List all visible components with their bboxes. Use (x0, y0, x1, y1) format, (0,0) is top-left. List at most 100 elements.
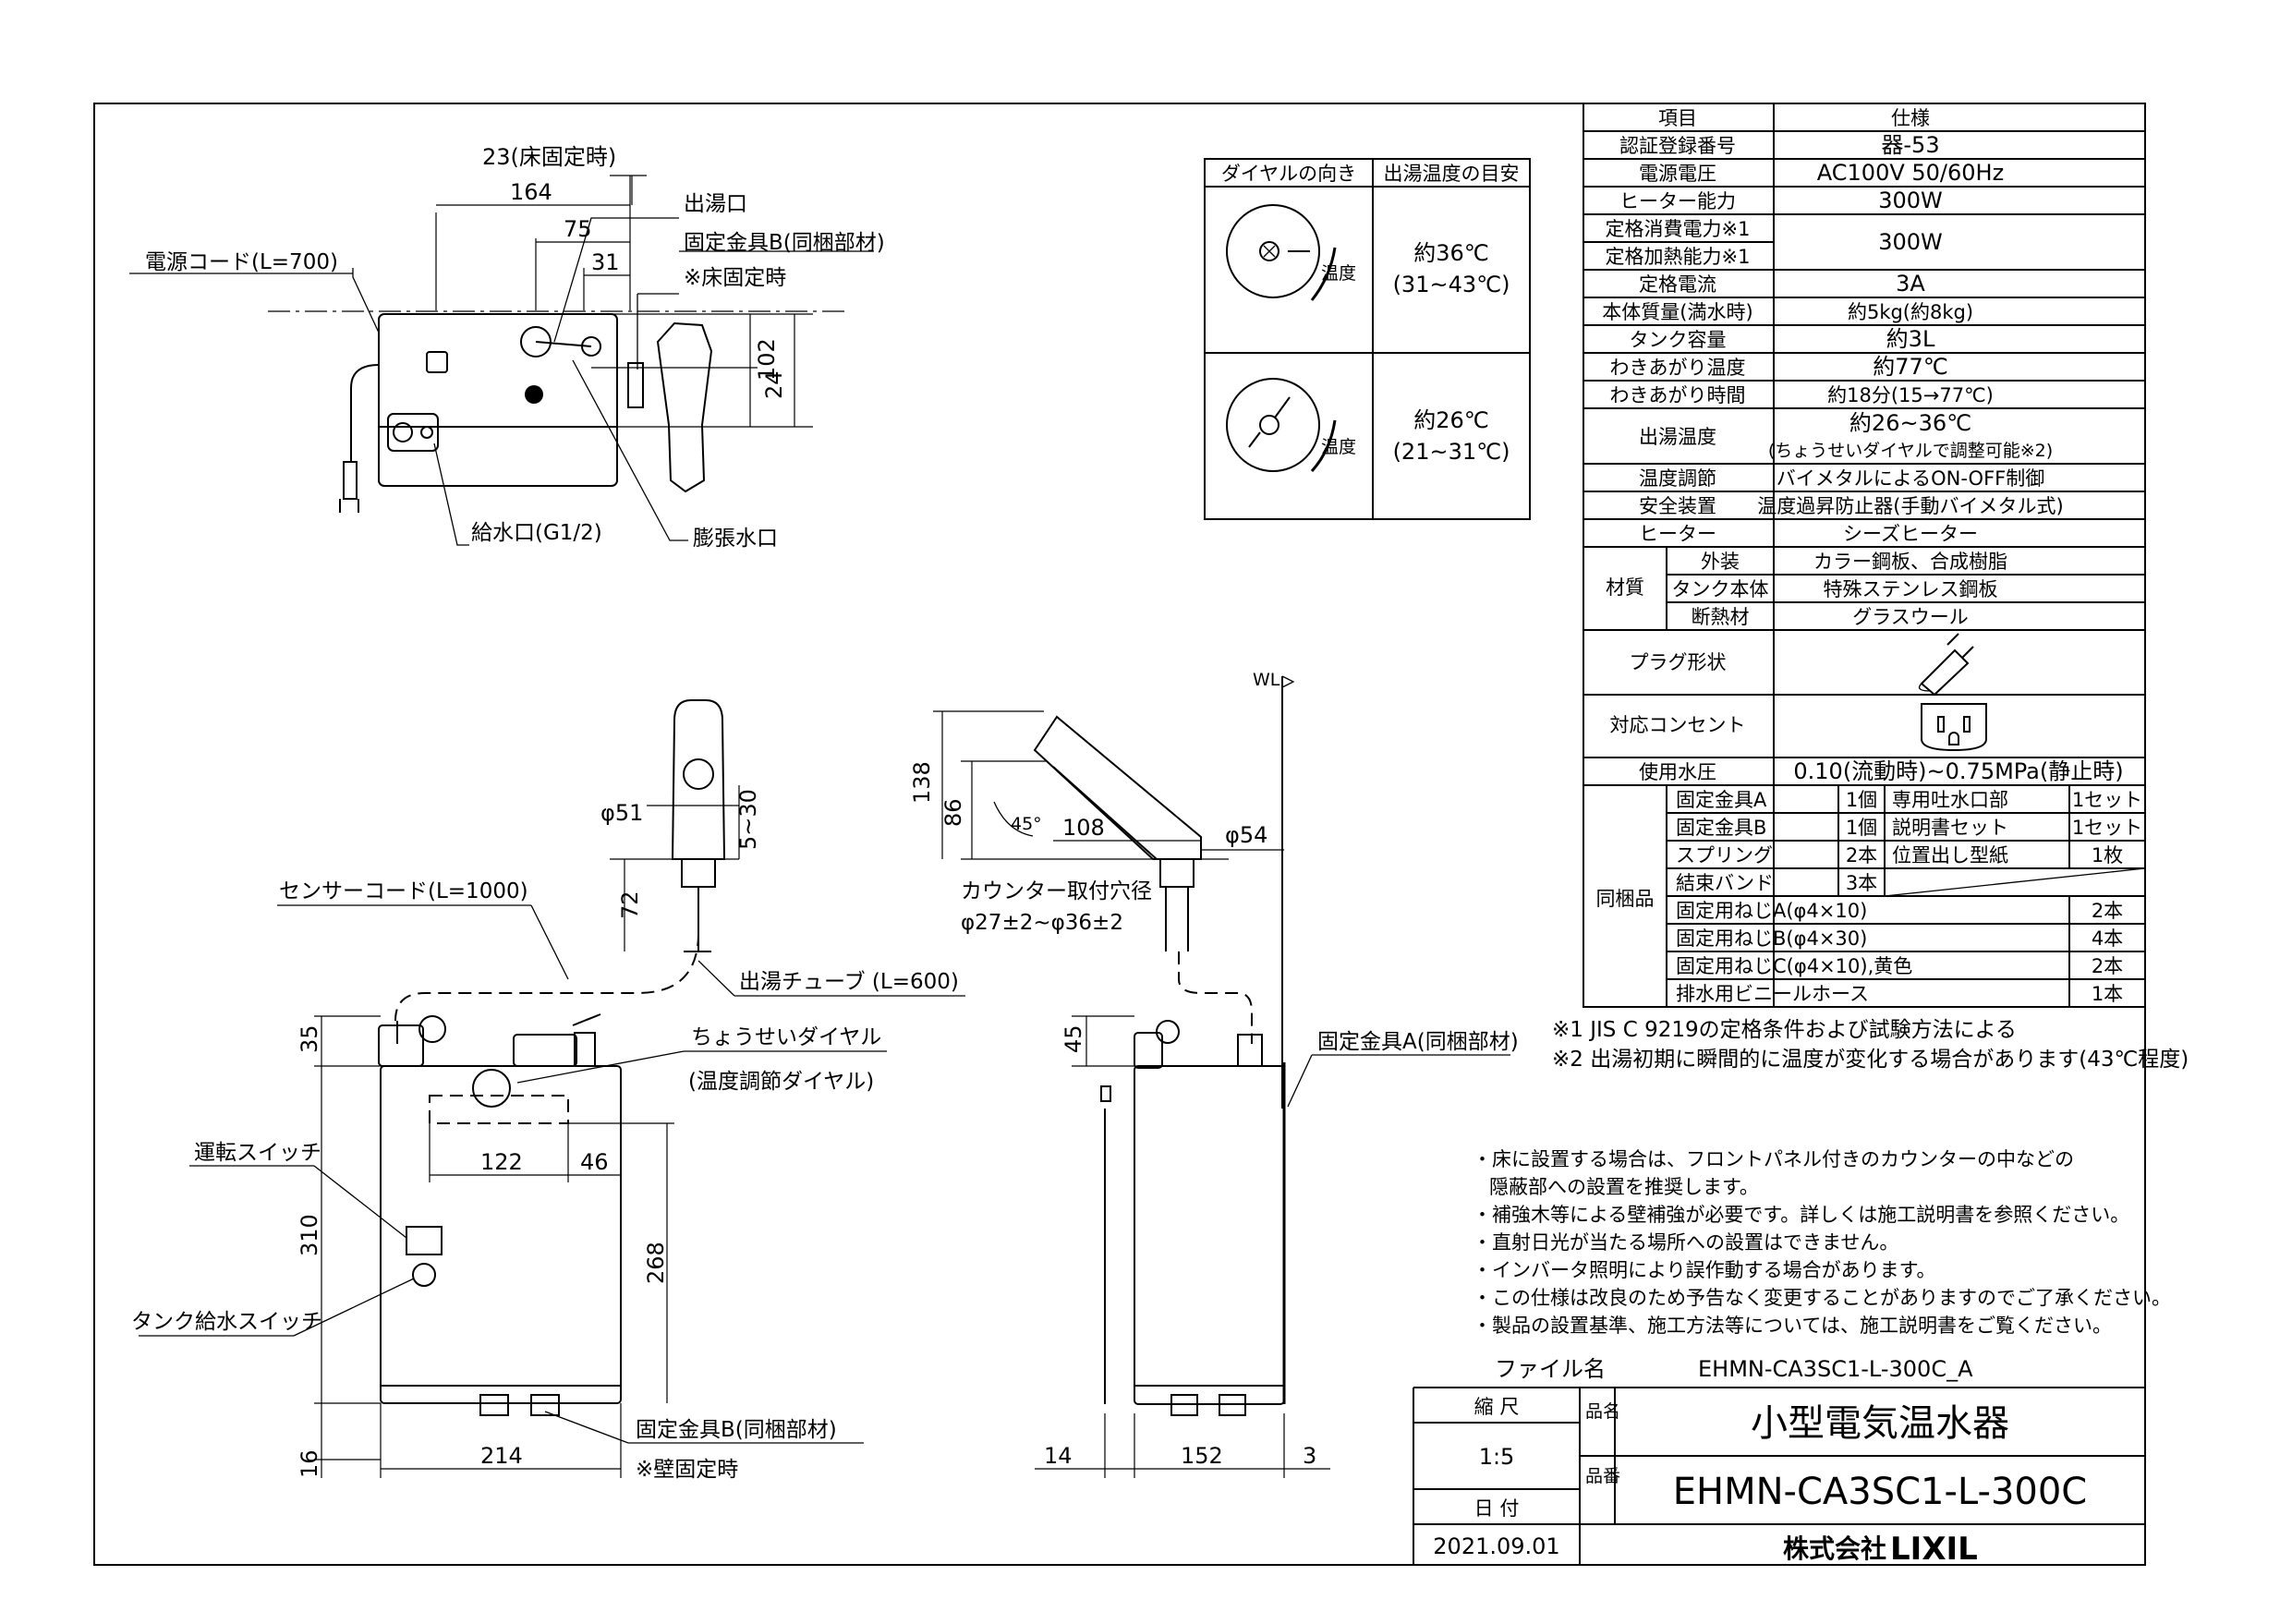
label-counter-hole-dim: φ27±2~φ36±2 (961, 911, 1123, 935)
dim-16: 16 (297, 1449, 322, 1478)
label-tank-switch: タンク給水スイッチ (131, 1310, 322, 1334)
inc2-r2-a: 固定用ねじC(φ4×10),黄色 (1676, 955, 1912, 977)
product-number: EHMN-CA3SC1-L-300C (1673, 1471, 2087, 1513)
label-floor-note: ※床固定時 (684, 266, 786, 290)
label-dial-sub: (温度調節ダイヤル) (688, 1070, 874, 1094)
note-3: ・直射日光が当たる場所への設置はできません。 (1473, 1231, 1898, 1254)
note-2: ・補強木等による壁補強が必要です。詳しくは施工説明書を参照ください。 (1473, 1204, 2129, 1226)
inc2-r3-b: 1本 (2092, 983, 2123, 1005)
dim-35: 35 (297, 1024, 322, 1053)
mat-val-0: カラー鋼板、合成樹脂 (1813, 551, 2007, 573)
label-expansion: 膨張水口 (693, 527, 778, 551)
spec-pressure-item: 使用水圧 (1639, 761, 1716, 783)
dial-temp-1: 約36℃ (1413, 240, 1489, 266)
top-body (378, 313, 618, 487)
spec3-item-1: 安全装置 (1639, 495, 1716, 517)
front-view: φ51 5~30 72 3 (131, 699, 965, 1482)
dim-phi51: φ51 (600, 800, 643, 826)
spec-outlet-item: 出湯温度 (1639, 426, 1716, 448)
dim-75: 75 (564, 216, 592, 242)
dial-range-1: (31~43℃) (1393, 272, 1510, 297)
inc-r0-a: 固定金具A (1676, 789, 1767, 811)
inc-r2-c: 位置出し型紙 (1892, 844, 2008, 867)
label-tube: 出湯チューブ (L=600) (739, 970, 959, 994)
dim-phi54: φ54 (1225, 822, 1267, 848)
inc2-r2-b: 2本 (2092, 955, 2123, 977)
plug-icon (1918, 633, 1974, 697)
dim-5-30: 5~30 (735, 789, 761, 850)
label-dial: ちょうせいダイヤル (691, 1025, 881, 1049)
spec2-item-0: 定格電流 (1639, 273, 1716, 296)
dim-164: 164 (510, 179, 552, 205)
scale-label: 縮 尺 (1474, 1396, 1520, 1418)
inc2-r1-a: 固定用ねじB(φ4×30) (1676, 927, 1867, 950)
inc-r1-c: 説明書セット (1892, 817, 2008, 839)
inc-r2-a: スプリング (1676, 844, 1773, 867)
inc2-r0-b: 2本 (2092, 900, 2123, 922)
number-label: 品番 (1585, 1466, 1620, 1486)
spec2-item-2: タンク容量 (1630, 329, 1727, 351)
dial-icon-2: 温度 (1226, 378, 1356, 473)
inc-r0-d: 1セット (2072, 789, 2142, 811)
note-1: 隠蔽部への設置を推奨します。 (1489, 1176, 1759, 1198)
label-run-switch: 運転スイッチ (194, 1141, 321, 1165)
spec-plug-label: プラグ形状 (1630, 651, 1727, 673)
inc2-r1-b: 4本 (2092, 927, 2123, 950)
dim-152: 152 (1181, 1443, 1223, 1469)
spec-item-2: ヒーター能力 (1619, 190, 1736, 212)
footnote-2: ※2 出湯初期に瞬間的に温度が変化する場合があります(43℃程度) (1552, 1048, 2189, 1072)
dim-310: 310 (297, 1214, 322, 1256)
dim-23: 23(床固定時) (482, 144, 616, 170)
spec-material-label: 材質 (1606, 576, 1644, 599)
dim-45: 45 (1061, 1024, 1086, 1053)
inc-r2-d: 1枚 (2092, 844, 2123, 867)
spec-val-0: 器-53 (1881, 132, 1939, 158)
dial-table: ダイヤルの向き 出湯温度の目安 温度 約36℃ (31~43℃) 温度 約26℃… (1204, 158, 1531, 520)
spec3-item-2: ヒーター (1639, 523, 1716, 545)
side-view: WL 138 86 45° 108 φ54 カウンター取付穴径 φ27±2~φ3… (909, 670, 1519, 1478)
dim-102: 102 (754, 338, 780, 381)
spec-val-2: 300W (1878, 188, 1943, 213)
spec-power-item-1: 定格加熱能力※1 (1606, 246, 1751, 268)
inc-r0-b: 1個 (1846, 789, 1877, 811)
company: 株式会社 (1783, 1533, 1886, 1564)
spec-item-1: 電源電圧 (1639, 163, 1716, 185)
spec-item-0: 認証登録番号 (1619, 135, 1736, 157)
spec2-val-2: 約3L (1886, 326, 1935, 352)
label-inlet: 給水口(G1/2) (471, 521, 602, 545)
label-sensor-cord: センサーコード(L=1000) (279, 879, 528, 903)
spec2-val-3: 約77℃ (1873, 354, 1948, 380)
inc-r3-b: 3本 (1846, 872, 1877, 894)
note-5: ・この仕様は改良のため予告なく変更することがありますのでご了承ください。 (1473, 1287, 2171, 1309)
spec-outlet-line1: 約26~36℃ (1849, 410, 1971, 436)
date-value: 2021.09.01 (1433, 1533, 1559, 1559)
spec2-val-1: 約5kg(約8kg) (1848, 301, 1973, 323)
spec-header-spec: 仕様 (1891, 107, 1930, 129)
spec-table: 項目 仕様 認証登録番号 器-53 電源電圧 AC100V 50/60Hz ヒー… (1583, 103, 2146, 1008)
spec2-item-4: わきあがり時間 (1610, 384, 1746, 406)
dim-122: 122 (480, 1149, 523, 1175)
mat-item-0: 外装 (1701, 551, 1740, 573)
front-body (380, 1065, 622, 1404)
label-bracket-a: 固定金具A(同梱部材) (1317, 1030, 1519, 1054)
spec2-val-4: 約18分(15→77℃) (1827, 384, 1994, 406)
inc-r0-c: 専用吐水口部 (1892, 789, 2008, 811)
file-name: EHMN-CA3SC1-L-300C_A (1698, 1356, 1973, 1382)
svg-text:温度: 温度 (1321, 437, 1356, 457)
dim-268: 268 (643, 1242, 669, 1284)
dim-214: 214 (480, 1443, 523, 1469)
spec3-val-2: シーズヒーター (1843, 523, 1978, 545)
inc-r1-b: 1個 (1846, 817, 1877, 839)
mat-val-1: 特殊ステンレス鋼板 (1824, 578, 1998, 600)
label-outlet: 出湯口 (684, 192, 747, 216)
inc2-r3-a: 排水用ビニールホース (1676, 983, 1869, 1005)
spec3-val-0: バイメタルによるON-OFF制御 (1777, 467, 2044, 490)
side-body (1134, 1065, 1285, 1405)
notes: ・床に設置する場合は、フロントパネル付きのカウンターの中などの 隠蔽部への設置を… (1473, 1148, 2171, 1337)
label-power-cord: 電源コード(L=700) (145, 250, 338, 274)
label-bracket-b-front: 固定金具B(同梱部材) (636, 1418, 837, 1442)
dim-3: 3 (1303, 1443, 1316, 1469)
mat-item-2: 断熱材 (1692, 606, 1750, 628)
label-bracket-b-top: 固定金具B(同梱部材) (684, 231, 885, 255)
